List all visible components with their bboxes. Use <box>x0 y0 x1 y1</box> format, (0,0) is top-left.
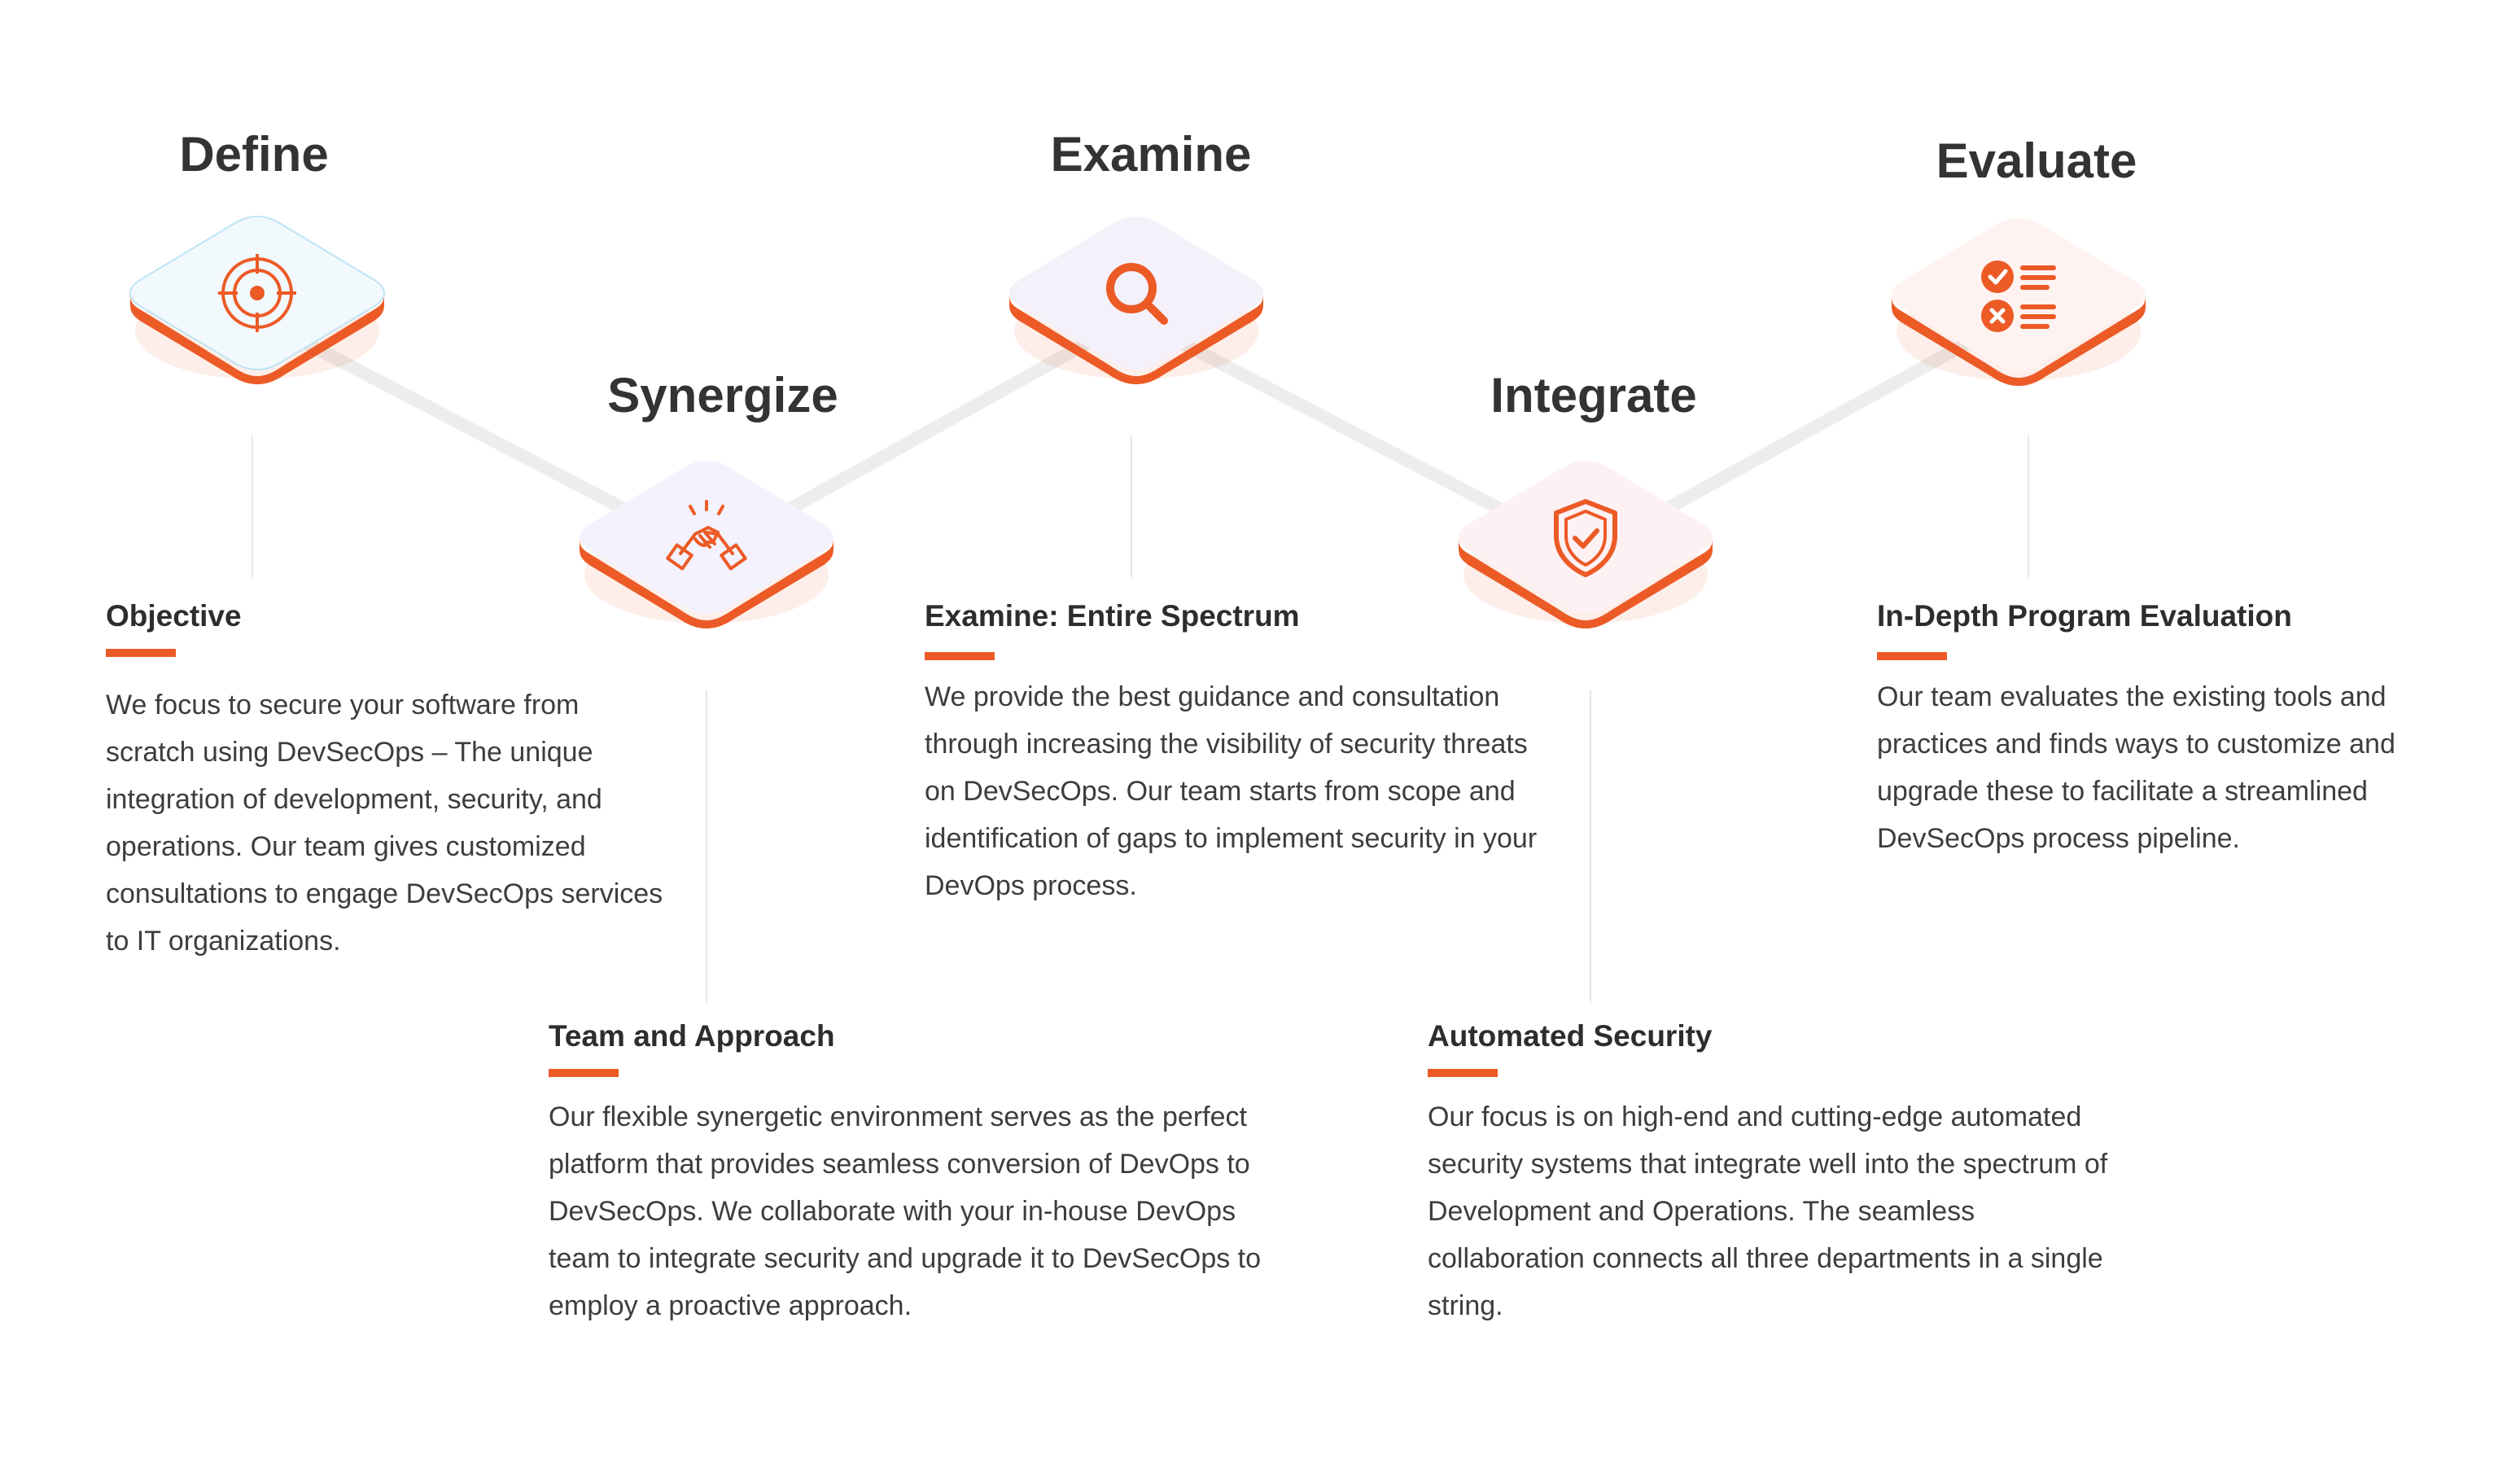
detail-synergize: Team and Approach Our flexible synergeti… <box>549 1018 1281 1329</box>
guide-line-integrate <box>1590 690 1591 1003</box>
accent-bar <box>1428 1069 1498 1078</box>
tile-base-edge <box>1459 537 1713 628</box>
handshake-icon <box>666 497 747 578</box>
guide-line-synergize <box>706 690 707 1003</box>
detail-heading: Examine: Entire Spectrum <box>925 599 1300 633</box>
detail-text: Our flexible synergetic environment serv… <box>549 1101 1262 1322</box>
step-title-synergize: Synergize <box>607 368 838 423</box>
shield-check-icon <box>1545 497 1626 578</box>
accent-bar <box>925 652 995 661</box>
detail-heading: Automated Security <box>1428 1019 1713 1053</box>
tile-face <box>1459 461 1713 614</box>
step-title-examine: Examine <box>1050 127 1252 182</box>
tile-base-edge <box>1009 293 1263 384</box>
tile-examine <box>998 208 1275 404</box>
detail-text: Our focus is on high-end and cutting-edg… <box>1428 1101 2108 1322</box>
accent-bar <box>549 1069 619 1078</box>
accent-bar <box>106 649 176 658</box>
accent-bar <box>1877 652 1947 661</box>
tile-synergize <box>568 453 845 648</box>
detail-integrate: Automated Security Our focus is on high-… <box>1428 1018 2111 1329</box>
tile-base-edge <box>130 293 384 384</box>
guide-line-define <box>252 436 253 577</box>
detail-heading: Objective <box>106 599 242 633</box>
step-title-evaluate: Evaluate <box>1936 134 2137 188</box>
search-icon <box>1096 252 1177 334</box>
detail-heading: Team and Approach <box>549 1019 835 1053</box>
detail-evaluate: In-Depth Program Evaluation Our team eva… <box>1877 598 2463 862</box>
step-title-integrate: Integrate <box>1490 368 1697 423</box>
tile-face <box>580 461 833 614</box>
tile-face <box>1009 217 1263 370</box>
guide-line-evaluate <box>2028 436 2029 577</box>
tile-integrate <box>1447 453 1724 648</box>
tile-evaluate <box>1880 210 2157 405</box>
checklist-icon <box>1978 254 2059 335</box>
tile-base-edge <box>1892 295 2146 386</box>
detail-text: We provide the best guidance and consult… <box>925 681 1538 902</box>
detail-text: We focus to secure your software from sc… <box>106 690 663 957</box>
step-title-define: Define <box>179 127 329 182</box>
detail-heading: In-Depth Program Evaluation <box>1877 599 2292 633</box>
guide-line-examine <box>1131 436 1132 577</box>
detail-define: Objective We focus to secure your softwa… <box>106 598 676 965</box>
tile-face <box>1892 218 2146 371</box>
detail-text: Our team evaluates the existing tools an… <box>1877 681 2395 855</box>
tile-base-edge <box>580 537 833 628</box>
detail-examine: Examine: Entire Spectrum We provide the … <box>925 598 1543 909</box>
target-icon <box>217 252 298 334</box>
tile-define <box>119 208 396 404</box>
